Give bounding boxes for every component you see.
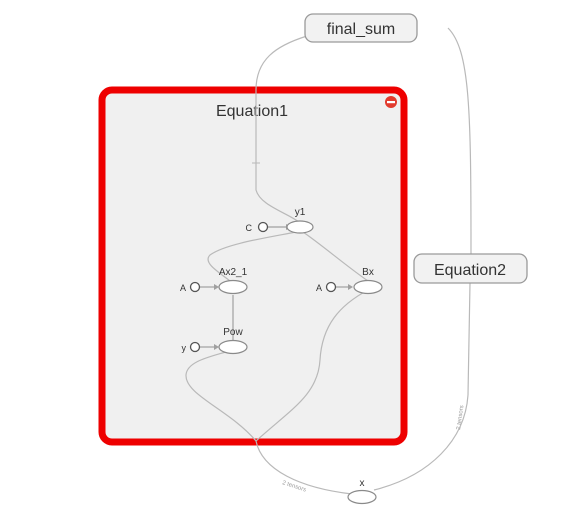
op-node-bx[interactable]: Bx — [353, 267, 383, 295]
const-c-label: C — [246, 223, 253, 233]
edge-bx-y1 — [302, 231, 369, 282]
const-a-bx-label: A — [316, 283, 322, 293]
y1-label: y1 — [295, 207, 306, 218]
const-a-ax2-label: A — [180, 283, 186, 293]
arrowhead-a-ax2 — [214, 284, 219, 290]
edge-equation2-final-sum — [447, 27, 472, 255]
bx-label: Bx — [362, 267, 374, 278]
final-sum-node[interactable]: final_sum — [304, 13, 418, 43]
edge-ax2-y1 — [207, 231, 297, 284]
equation1-label: Equation1 — [216, 103, 288, 120]
final-sum-label: final_sum — [327, 21, 395, 38]
ax2-1-label: Ax2_1 — [219, 267, 248, 278]
const-node-c[interactable]: C — [246, 221, 269, 234]
edge-label-x-equation2: 2 tensors — [456, 405, 465, 430]
op-node-pow[interactable]: Pow — [218, 327, 248, 355]
edge-x-equation2 — [373, 282, 471, 491]
const-y-label: y — [182, 343, 187, 353]
edge-into-pow — [185, 349, 257, 442]
const-node-a-bx[interactable]: A — [316, 281, 337, 294]
equation1-group[interactable] — [98, 86, 408, 446]
op-node-y1[interactable]: y1 — [286, 207, 314, 234]
op-node-x[interactable]: x — [347, 478, 377, 505]
pow-label: Pow — [223, 327, 243, 338]
edge-x-equation1 — [255, 440, 353, 495]
minus-circle-icon[interactable] — [385, 96, 397, 108]
x-label: x — [360, 478, 365, 489]
equation2-node[interactable]: Equation2 — [413, 253, 528, 284]
const-node-a-ax2[interactable]: A — [180, 281, 201, 294]
equation2-label: Equation2 — [434, 262, 506, 279]
edge-into-bx — [255, 289, 369, 442]
op-node-ax2-1[interactable]: Ax2_1 — [218, 267, 248, 295]
edge-y1-final-sum — [255, 35, 308, 223]
arrowhead-a-bx — [348, 284, 353, 290]
edge-label-x-equation1: 2 tensors — [281, 480, 306, 493]
const-node-y[interactable]: y — [182, 341, 201, 354]
arrowhead-y-pow — [214, 344, 219, 350]
